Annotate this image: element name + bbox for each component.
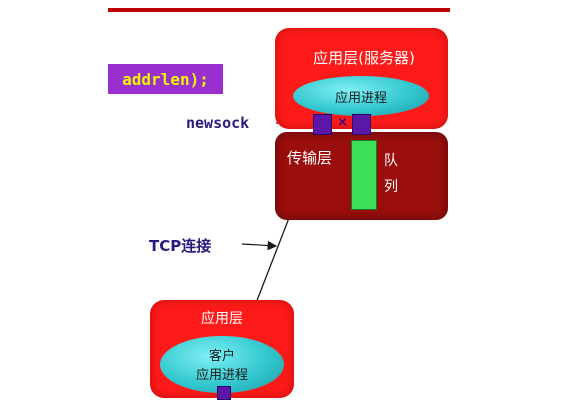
client-process-label-line-1: 客户 xyxy=(208,349,235,364)
connection-queue-bar xyxy=(351,140,377,210)
server-application-process: 应用进程 xyxy=(293,76,429,116)
top-divider-line xyxy=(108,8,450,12)
listening-socket-port xyxy=(352,114,371,135)
queue-label-char-2: 列 xyxy=(384,179,398,195)
client-socket-port xyxy=(217,386,231,400)
client-application-process xyxy=(160,336,284,393)
tcp-connection-arrow xyxy=(241,240,278,251)
server-process-label: 应用进程 xyxy=(334,90,387,106)
code-snippet-chip: addrlen); xyxy=(108,64,223,94)
newsock-label: newsock xyxy=(186,114,250,132)
queue-label-char-1: 队 xyxy=(384,153,398,169)
tcp-connection-label: TCP连接 xyxy=(149,237,212,255)
client-application-layer-label: 应用层 xyxy=(201,311,243,327)
code-snippet-text: addrlen); xyxy=(122,69,209,89)
cross-mark: × xyxy=(337,115,348,130)
server-application-layer-label: 应用层(服务器) xyxy=(313,49,415,67)
client-process-label-line-2: 应用进程 xyxy=(195,368,248,383)
newsock-socket-port xyxy=(313,114,332,135)
server-transport-layer-label: 传输层 xyxy=(287,149,333,167)
